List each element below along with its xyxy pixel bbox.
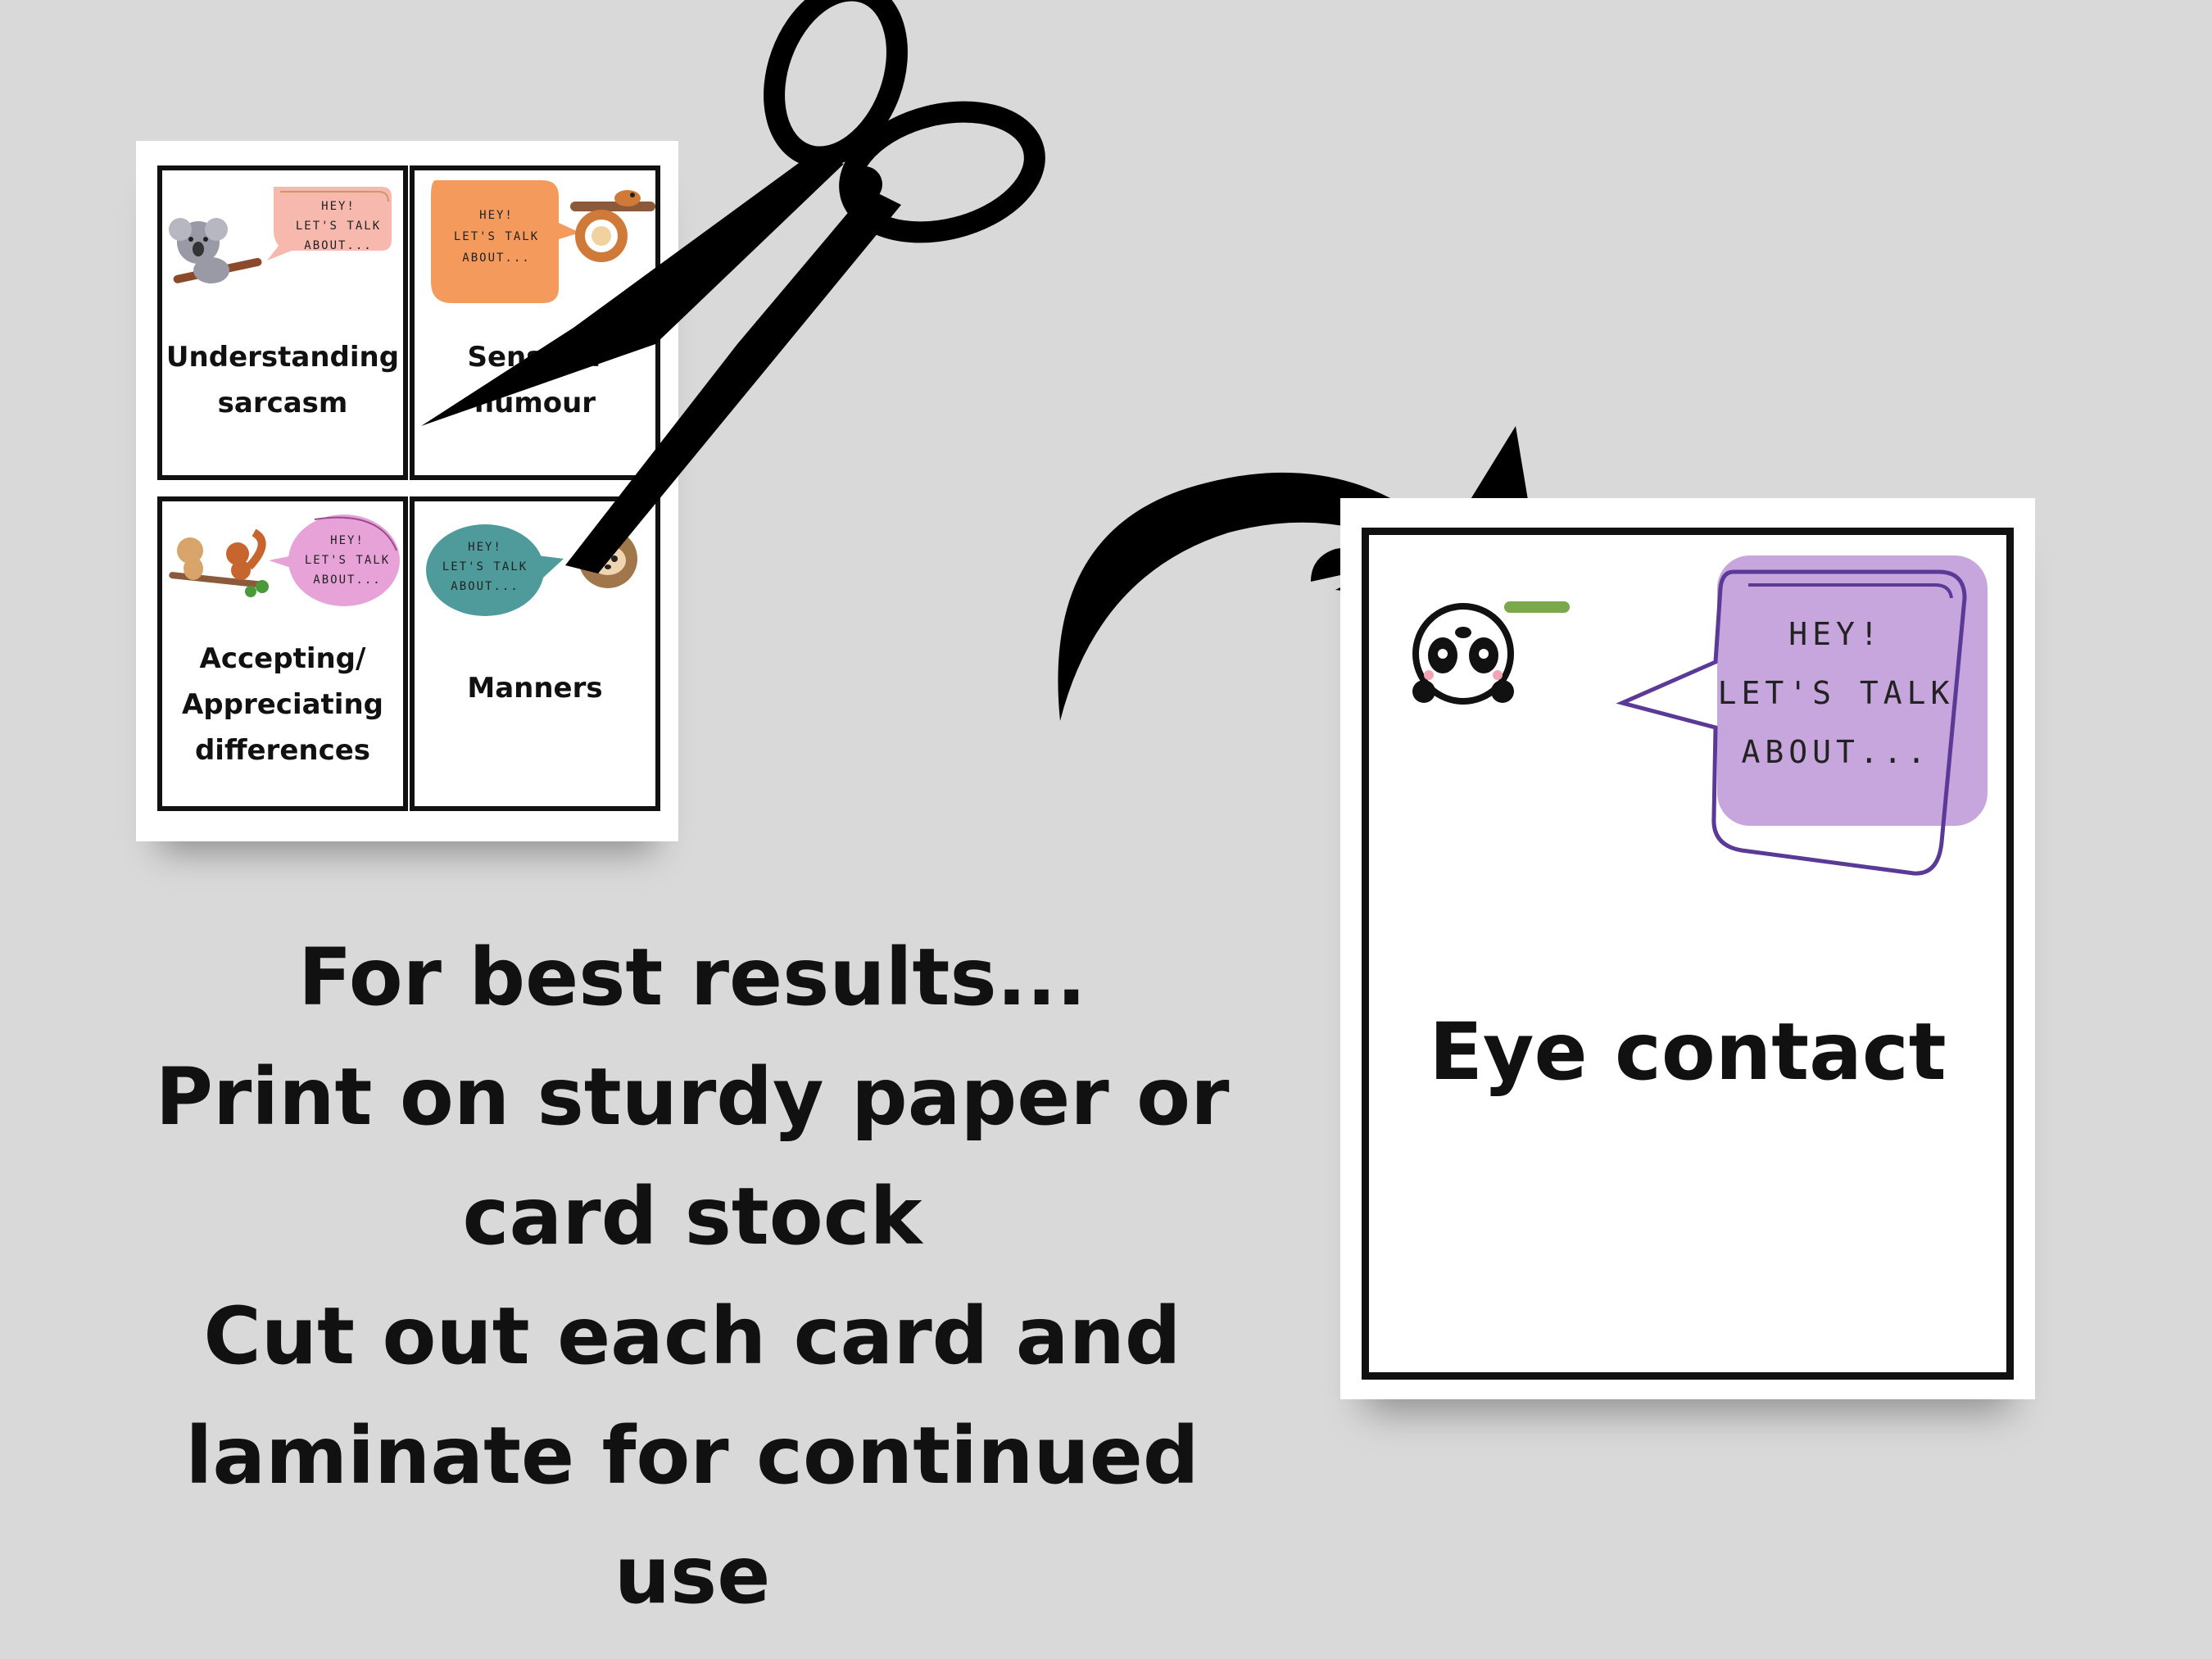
instruction-line: Cut out each card and [203, 1290, 1181, 1382]
squirrels-icon [169, 528, 269, 597]
panda-icon [1412, 601, 1570, 705]
speech-bubble [269, 514, 400, 606]
instruction-line: For best results... [298, 931, 1086, 1023]
card-frame [1362, 528, 2014, 1380]
card-title: Eye contact [1429, 1006, 1947, 1098]
mini-card-differences: HEY! LET'S TALK ABOUT... Accepting/ Appr… [157, 496, 408, 811]
speech-bubble [1616, 555, 1988, 876]
card-title: Accepting/ Appreciating differences [181, 642, 384, 767]
instruction-line: use [614, 1530, 771, 1621]
card-title: Understanding sarcasm [165, 341, 400, 419]
bubble-text: HEY! LET'S TALK ABOUT... [1717, 616, 1955, 770]
speech-bubble [426, 524, 564, 616]
eye-contact-card: HEY! LET'S TALK ABOUT... Eye contact [1340, 498, 2035, 1399]
instruction-line: Print on sturdy paper or [155, 1051, 1230, 1143]
instruction-line: card stock [462, 1171, 922, 1262]
bubble-text: HEY! LET'S TALK ABOUT... [442, 541, 528, 593]
mini-card-manners: HEY! LET'S TALK ABOUT... Manners [410, 496, 660, 811]
speech-bubble [431, 180, 580, 303]
koala-icon [169, 218, 262, 283]
bubble-text: HEY! LET'S TALK ABOUT... [295, 200, 382, 252]
card-title: Manners [467, 672, 603, 705]
mini-card-sarcasm: HEY! LET'S TALK ABOUT... Understanding s… [157, 165, 408, 480]
bubble-text: HEY! LET'S TALK ABOUT... [304, 534, 391, 587]
snake-icon [570, 190, 655, 262]
instruction-line: laminate for continued [185, 1410, 1199, 1502]
speech-bubble [267, 187, 392, 261]
bubble-text: HEY! LET'S TALK ABOUT... [453, 209, 540, 265]
instructions: For best results... Print on sturdy pape… [123, 918, 1262, 1635]
scissors-icon [421, 0, 1045, 573]
